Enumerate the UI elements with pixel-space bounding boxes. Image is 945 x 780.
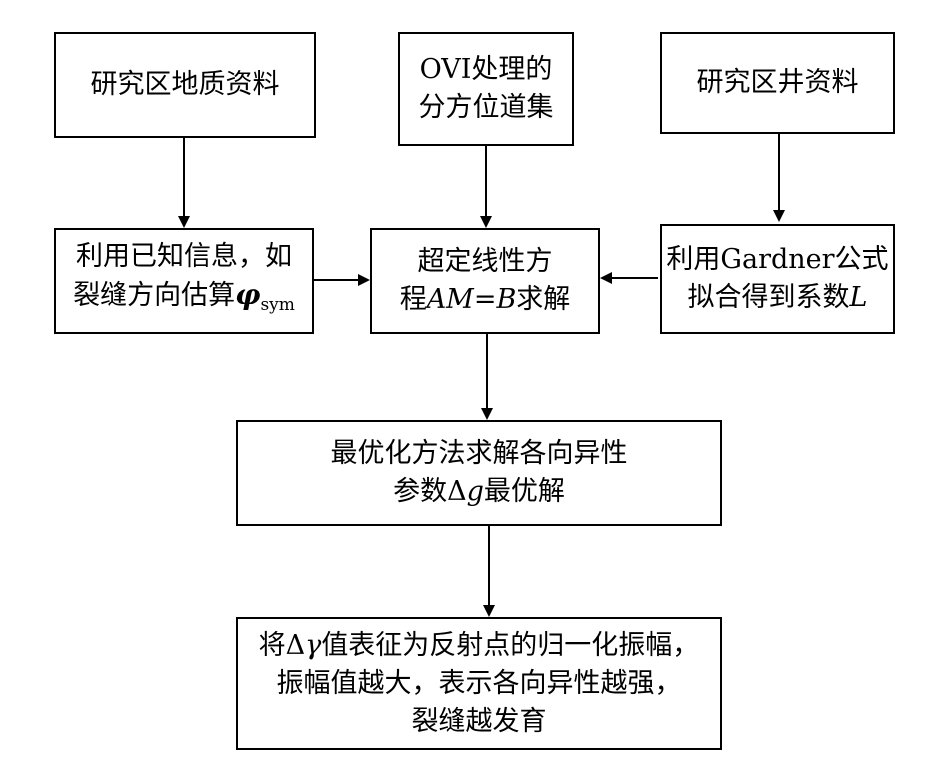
phi-symbol: φ	[235, 278, 261, 311]
node-equation-expr: AM=B	[426, 284, 517, 315]
node-well-line1: 研究区井资料	[696, 67, 859, 98]
node-gardner-text: 拟合得到系数	[687, 282, 850, 313]
node-optimize-pre: 参数Δ	[393, 476, 467, 507]
node-gardner-fit: 利用Gardner公式 拟合得到系数L	[660, 224, 895, 334]
node-optimize-post: 最优解	[483, 476, 565, 507]
node-result-var: γ	[305, 629, 322, 661]
node-equation-post: 求解	[516, 284, 571, 315]
node-ovi-line2: 分方位道集	[418, 92, 554, 123]
node-prior-info: 利用已知信息，如 裂缝方向估算φsym	[54, 228, 314, 334]
node-result-line1: 将Δγ值表征为反射点的归一化振幅，	[259, 627, 700, 665]
node-gardner-var: L	[849, 282, 868, 313]
node-result-pre: 将Δ	[258, 629, 306, 661]
node-prior-line2: 裂缝方向估算φsym	[73, 276, 295, 324]
node-result-line2: 振幅值越大，表示各向异性越强，	[276, 667, 682, 699]
node-ovi-line1: OVI处理的	[419, 54, 553, 85]
node-equation-pre: 程	[399, 284, 427, 315]
node-prior-line1: 利用已知信息，如	[76, 241, 292, 272]
node-equation-line2: 程AM=B求解	[400, 281, 571, 319]
node-gardner-line1: 利用Gardner公式	[666, 244, 889, 275]
phi-subscript: sym	[260, 295, 295, 315]
node-prior-line2-text: 裂缝方向估算	[73, 280, 236, 311]
node-linear-equation: 超定线性方 程AM=B求解	[370, 228, 600, 334]
node-optimization: 最优化方法求解各向异性 参数Δg最优解	[236, 420, 722, 526]
node-optimize-var: g	[466, 476, 484, 507]
node-well-data: 研究区井资料	[660, 32, 895, 134]
node-geology-line1: 研究区地质资料	[90, 69, 280, 100]
node-optimize-line1: 最优化方法求解各向异性	[330, 438, 628, 469]
node-geology-data: 研究区地质资料	[54, 32, 316, 138]
node-result: 将Δγ值表征为反射点的归一化振幅， 振幅值越大，表示各向异性越强， 裂缝越发育	[236, 617, 722, 750]
node-gardner-line2: 拟合得到系数L	[688, 279, 868, 317]
node-optimize-line2: 参数Δg最优解	[393, 473, 565, 511]
node-result-line3: 裂缝越发育	[411, 705, 547, 737]
node-result-post: 值表征为反射点的归一化振幅，	[321, 629, 700, 661]
node-ovi-gathers: OVI处理的 分方位道集	[398, 32, 574, 146]
node-equation-line1: 超定线性方	[417, 246, 553, 277]
